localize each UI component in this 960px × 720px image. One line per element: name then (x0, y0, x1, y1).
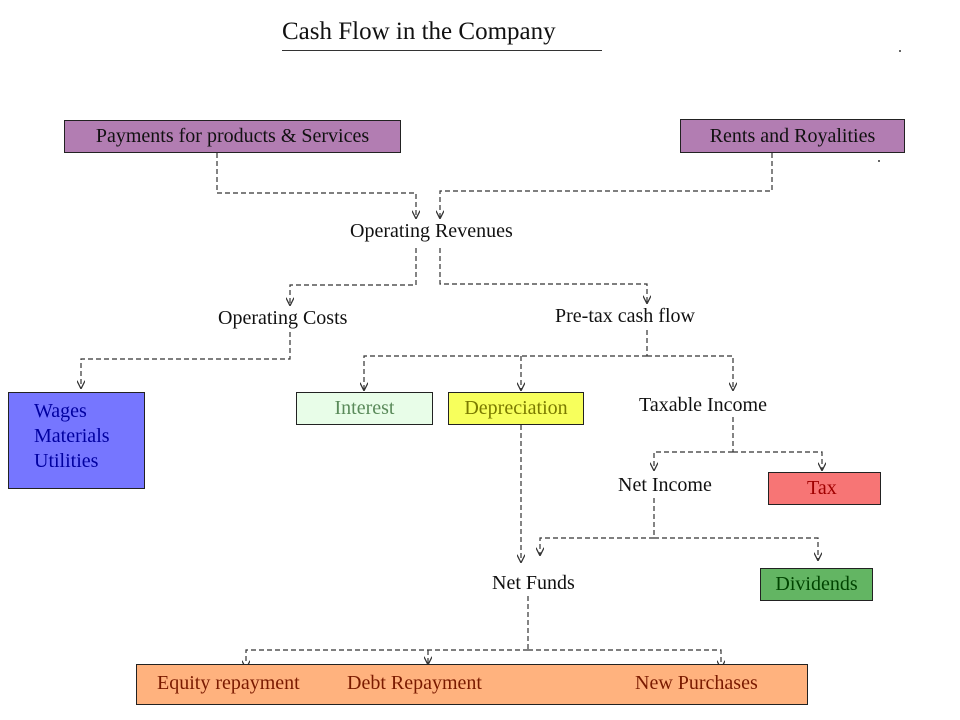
arrow-rents-to-revenues (440, 153, 773, 218)
equity-repayment-label: Equity repayment (157, 672, 300, 694)
cost-items-box: Wages Materials Utilities (8, 392, 145, 489)
arrow-revenues-to-costs (290, 248, 417, 305)
arrow-revenues-to-pretax (439, 248, 647, 303)
taxable-income-node: Taxable Income (639, 394, 767, 416)
uses-of-funds-box: Equity repayment Debt Repayment New Purc… (136, 664, 808, 705)
tax-box: Tax (768, 472, 881, 505)
arrow-pretax-to-interest (364, 355, 647, 390)
diagram-title: Cash Flow in the Company (282, 18, 556, 45)
interest-label: Interest (334, 397, 395, 419)
arrow-netincome-to-dividends (654, 537, 818, 560)
arrow-netfunds-to-equity (246, 649, 528, 668)
cost-item-materials: Materials (34, 425, 110, 447)
arrow-netincome-to-netfunds (540, 537, 654, 555)
rents-label: Rents and Royalities (709, 124, 876, 147)
cost-item-wages: Wages (34, 400, 87, 422)
operating-costs-node: Operating Costs (218, 307, 348, 329)
net-funds-node: Net Funds (492, 572, 575, 594)
scan-speck (899, 50, 901, 52)
cost-item-utilities: Utilities (34, 450, 99, 472)
payments-source-box: Payments for products & Services (64, 120, 401, 153)
scan-speck (878, 160, 880, 162)
arrow-netfunds-to-purchases (528, 649, 721, 668)
new-purchases-label: New Purchases (635, 672, 758, 694)
operating-revenues-node: Operating Revenues (350, 220, 513, 242)
tax-label: Tax (807, 477, 837, 499)
arrow-taxable-to-tax (733, 451, 822, 470)
arrow-taxable-to-netincome (654, 451, 733, 470)
payments-label: Payments for products & Services (95, 125, 370, 147)
dividends-label: Dividends (775, 573, 858, 595)
depreciation-box: Depreciation (448, 392, 584, 425)
arrow-costs-to-items (81, 332, 291, 388)
pretax-cash-flow-node: Pre-tax cash flow (555, 305, 695, 327)
rents-source-box: Rents and Royalities (680, 119, 905, 153)
interest-box: Interest (296, 392, 433, 425)
title-underline (282, 50, 602, 51)
arrow-pretax-to-taxable (647, 355, 733, 390)
net-income-node: Net Income (618, 474, 712, 496)
dividends-box: Dividends (760, 568, 873, 601)
arrow-payments-to-revenues (216, 153, 416, 218)
debt-repayment-label: Debt Repayment (347, 672, 482, 694)
depreciation-label: Depreciation (464, 397, 568, 419)
